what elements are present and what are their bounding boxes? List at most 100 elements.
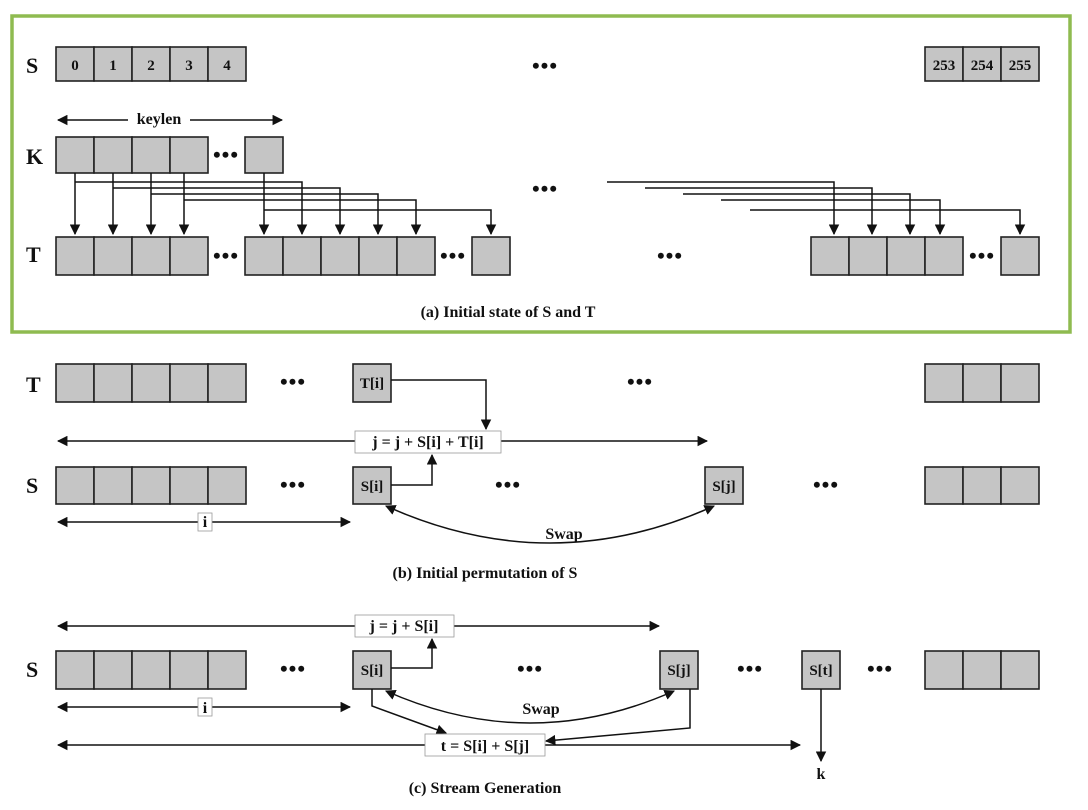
s-t-cell [801, 650, 841, 690]
s-cell-4 [207, 46, 247, 82]
k-cell [131, 136, 171, 174]
t-cell [55, 236, 95, 276]
s-j-label: S[j] [667, 663, 690, 679]
t-cell [93, 236, 133, 276]
s-cell-1 [93, 46, 133, 82]
panel-a-k-label: K [26, 144, 43, 169]
panel-b-caption: (b) Initial permutation of S [393, 565, 578, 582]
panel-b-t-label: T [26, 372, 41, 397]
panel-b-i-label: i [203, 514, 208, 531]
k-t-arrow [264, 209, 497, 236]
s-cell-255-text: 255 [1009, 58, 1032, 74]
s-cell [169, 466, 209, 505]
s-cell-254 [962, 46, 1002, 82]
t-cell [282, 236, 322, 276]
s-cell-253-text: 253 [933, 58, 956, 74]
s-cell [962, 650, 1002, 690]
s-cell-3-text: 3 [185, 58, 193, 74]
panel-c-s-dots: ••• [867, 656, 893, 681]
s-cell [169, 650, 209, 690]
k-t-arrow [184, 199, 422, 236]
k-t-arrow [113, 187, 346, 236]
panel-c-i-box [197, 697, 213, 717]
t-cell [810, 236, 850, 276]
s-t-label: S[t] [809, 663, 832, 679]
s-cell-3 [169, 46, 209, 82]
s-cell [1000, 650, 1040, 690]
t-cell [169, 236, 209, 276]
s-cell [55, 650, 95, 690]
panel-a-s-dots: ••• [532, 53, 558, 78]
s-cell-4-text: 4 [223, 58, 231, 74]
t-cell [396, 236, 436, 276]
panel-c-swap-arrow [385, 690, 675, 724]
panel-b-t-dots: ••• [627, 369, 653, 394]
s-i-label: S[i] [361, 479, 384, 495]
s-cell [207, 650, 247, 690]
s-cell [93, 650, 133, 690]
panel-a-t-cells [55, 236, 1040, 276]
panel-c-swap-label: Swap [522, 701, 559, 718]
panel-a-t-label: T [26, 242, 41, 267]
panel-c-s-dots: ••• [517, 656, 543, 681]
s-cell [924, 466, 964, 505]
panel-c-i-label: i [203, 700, 208, 717]
panel-a-t-dots: ••• [657, 243, 683, 268]
t-cell [886, 236, 926, 276]
s-cell [1000, 466, 1040, 505]
t-cell [1000, 236, 1040, 276]
t-cell [131, 236, 171, 276]
t-cell [924, 236, 964, 276]
panel-b-equation: j = j + S[i] + T[i] [371, 434, 484, 451]
t-cell [848, 236, 888, 276]
panel-c-s-label: S [26, 657, 38, 682]
t-cell [169, 363, 209, 403]
panel-b-s-cells [55, 466, 1040, 505]
t-cell [924, 363, 964, 403]
t-cell [962, 363, 1002, 403]
k-t-arrow [151, 193, 384, 236]
panel-c-caption: (c) Stream Generation [409, 780, 562, 797]
panel-a-k-cells [55, 136, 284, 174]
panel-c-s-dots: ••• [737, 656, 763, 681]
panel-c-equation-t-box [424, 733, 546, 757]
panel-a-mid-dots: ••• [532, 176, 558, 201]
s-cell [93, 466, 133, 505]
s-cell-0-text: 0 [71, 58, 79, 74]
panel-a-t-dots: ••• [213, 243, 239, 268]
panel-b-t-dots: ••• [280, 369, 306, 394]
panel-a-k-dots: ••• [213, 142, 239, 167]
panel-a-s-left-cells: 0 1 2 3 4 [55, 46, 247, 82]
panel-b-swap-arrow [385, 505, 715, 544]
panel-b-s-dots: ••• [280, 472, 306, 497]
k-cell [244, 136, 284, 174]
t-i-label: T[i] [360, 376, 384, 392]
s-cell [55, 466, 95, 505]
panel-c-s-cells [55, 650, 1040, 690]
t-cell [1000, 363, 1040, 403]
s-j-to-t-arrow [544, 689, 691, 746]
t-cell [93, 363, 133, 403]
k-t-arrow [721, 199, 946, 236]
s-cell-254-text: 254 [971, 58, 994, 74]
panel-c-equation-j-box [354, 614, 455, 638]
s-j-cell [704, 466, 744, 505]
t-cell [471, 236, 511, 276]
t-cell [55, 363, 95, 403]
k-t-arrow [750, 209, 1026, 236]
s-cell-1-text: 1 [109, 58, 117, 74]
panel-b-swap-label: Swap [545, 526, 582, 543]
t-cell [320, 236, 360, 276]
k-t-arrow [75, 181, 308, 236]
k-t-arrow [607, 181, 840, 236]
s-cell [962, 466, 1002, 505]
s-j-cell [659, 650, 699, 690]
panel-a-s-label: S [26, 53, 38, 78]
s-cell-0 [55, 46, 95, 82]
t-cell [244, 236, 284, 276]
s-cell-255 [1000, 46, 1040, 82]
k-output-label: k [817, 766, 826, 783]
t-cell [207, 363, 247, 403]
s-cell-253 [924, 46, 964, 82]
panel-c-s-dots: ••• [280, 656, 306, 681]
